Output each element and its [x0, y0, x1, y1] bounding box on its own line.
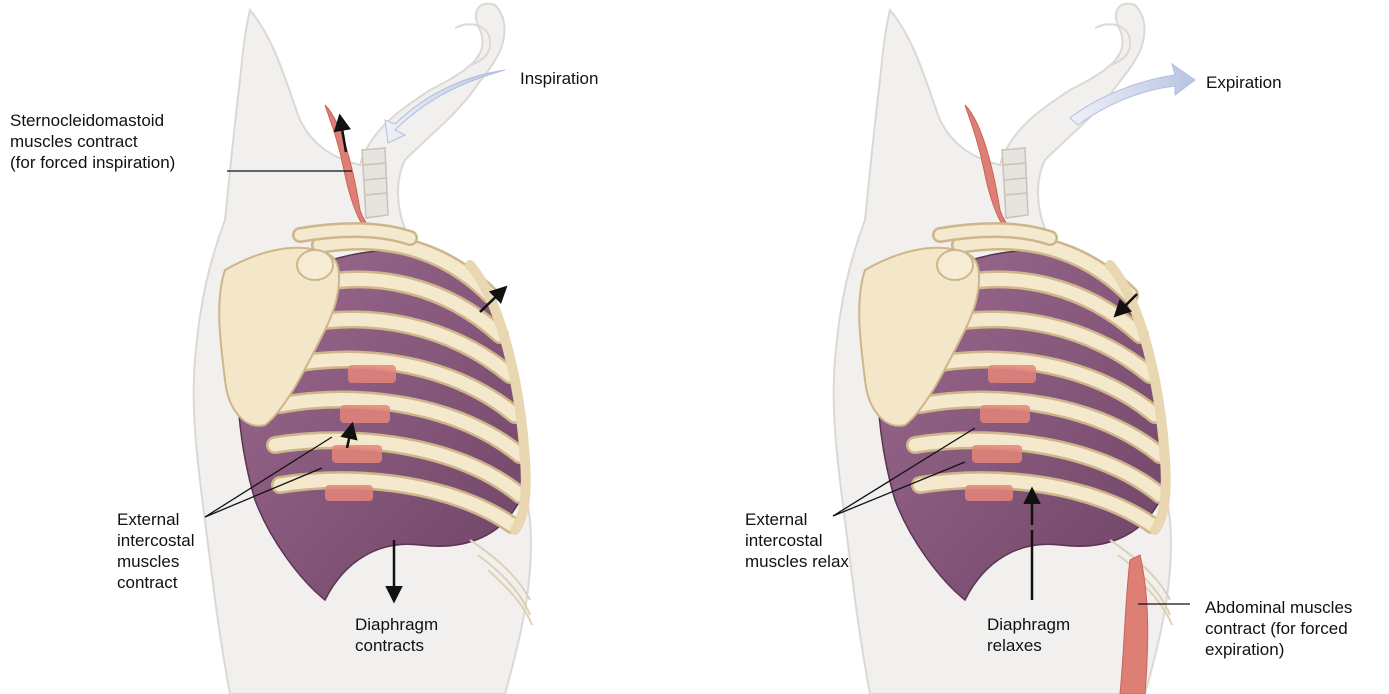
diaphragm-relaxes-label: Diaphragm relaxes [987, 614, 1070, 656]
diaphragm-contracts-label: Diaphragm contracts [355, 614, 438, 656]
expiration-label: Expiration [1206, 72, 1282, 93]
expiration-panel [833, 4, 1195, 694]
scm-contract-label: Sternocleidomastoid muscles contract (fo… [10, 110, 175, 173]
inspiration-panel [194, 4, 532, 694]
inspiration-label: Inspiration [520, 68, 598, 89]
abdominal-contract-label: Abdominal muscles contract (for forced e… [1205, 597, 1352, 660]
intercostal-contract-label: External intercostal muscles contract [117, 509, 194, 593]
intercostal-relax-label: External intercostal muscles relax [745, 509, 849, 572]
